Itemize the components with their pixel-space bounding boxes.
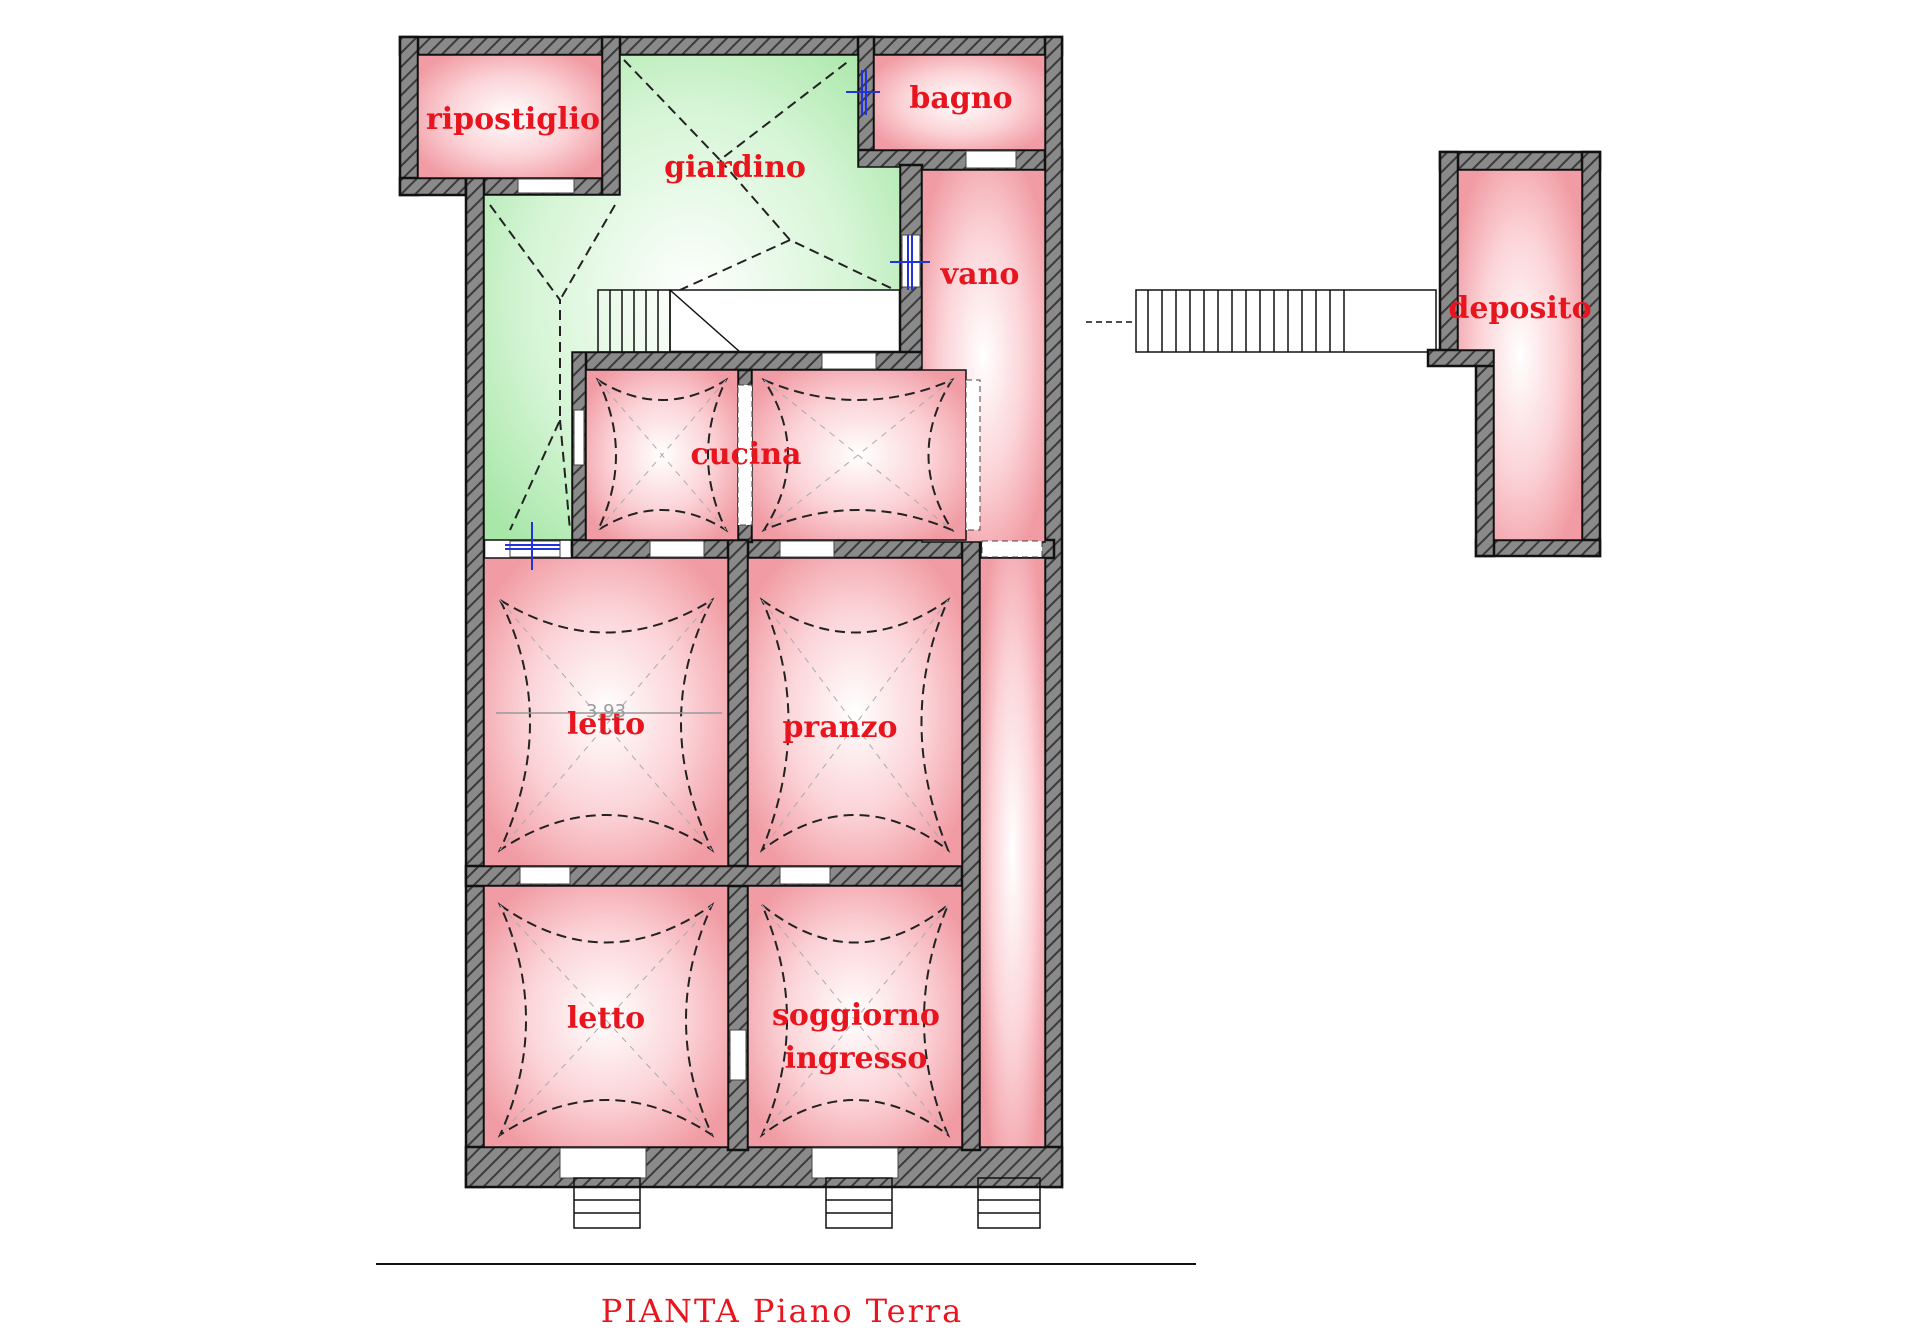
- window-markers: [505, 70, 930, 570]
- dimension-label: 3.93: [586, 701, 626, 722]
- room-cucina-left: [585, 369, 739, 541]
- label-soggiorno: soggiorno: [772, 998, 940, 1033]
- openings: [509, 150, 1043, 1179]
- room-ripostiglio: [417, 54, 603, 179]
- label-ripostiglio: ripostiglio: [426, 102, 600, 137]
- deposito-stairs: [1086, 289, 1437, 353]
- room-bagno: [873, 54, 1046, 151]
- label-giardino: giardino: [664, 150, 806, 185]
- plan-title: PIANTA Piano Terra: [601, 1292, 964, 1330]
- label-ingresso: ingresso: [785, 1041, 928, 1076]
- label-vano: vano: [940, 257, 1020, 292]
- room-deposito: [1457, 169, 1583, 541]
- room-pranzo: [747, 557, 963, 867]
- label-letto-bottom: letto: [567, 1001, 645, 1036]
- room-letto-bottom: [483, 885, 729, 1148]
- deposito-building: [1426, 150, 1602, 558]
- garden-stairs: [597, 289, 741, 353]
- room-corridor: [979, 557, 1046, 1148]
- label-cucina: cucina: [691, 437, 802, 472]
- label-letto-top: letto: [567, 707, 645, 742]
- vault-lines: [489, 59, 955, 1139]
- label-deposito: deposito: [1448, 291, 1591, 326]
- entrance-steps: [573, 1177, 1041, 1229]
- label-pranzo: pranzo: [782, 710, 897, 745]
- room-soggiorno: [747, 885, 963, 1148]
- label-bagno: bagno: [909, 81, 1012, 116]
